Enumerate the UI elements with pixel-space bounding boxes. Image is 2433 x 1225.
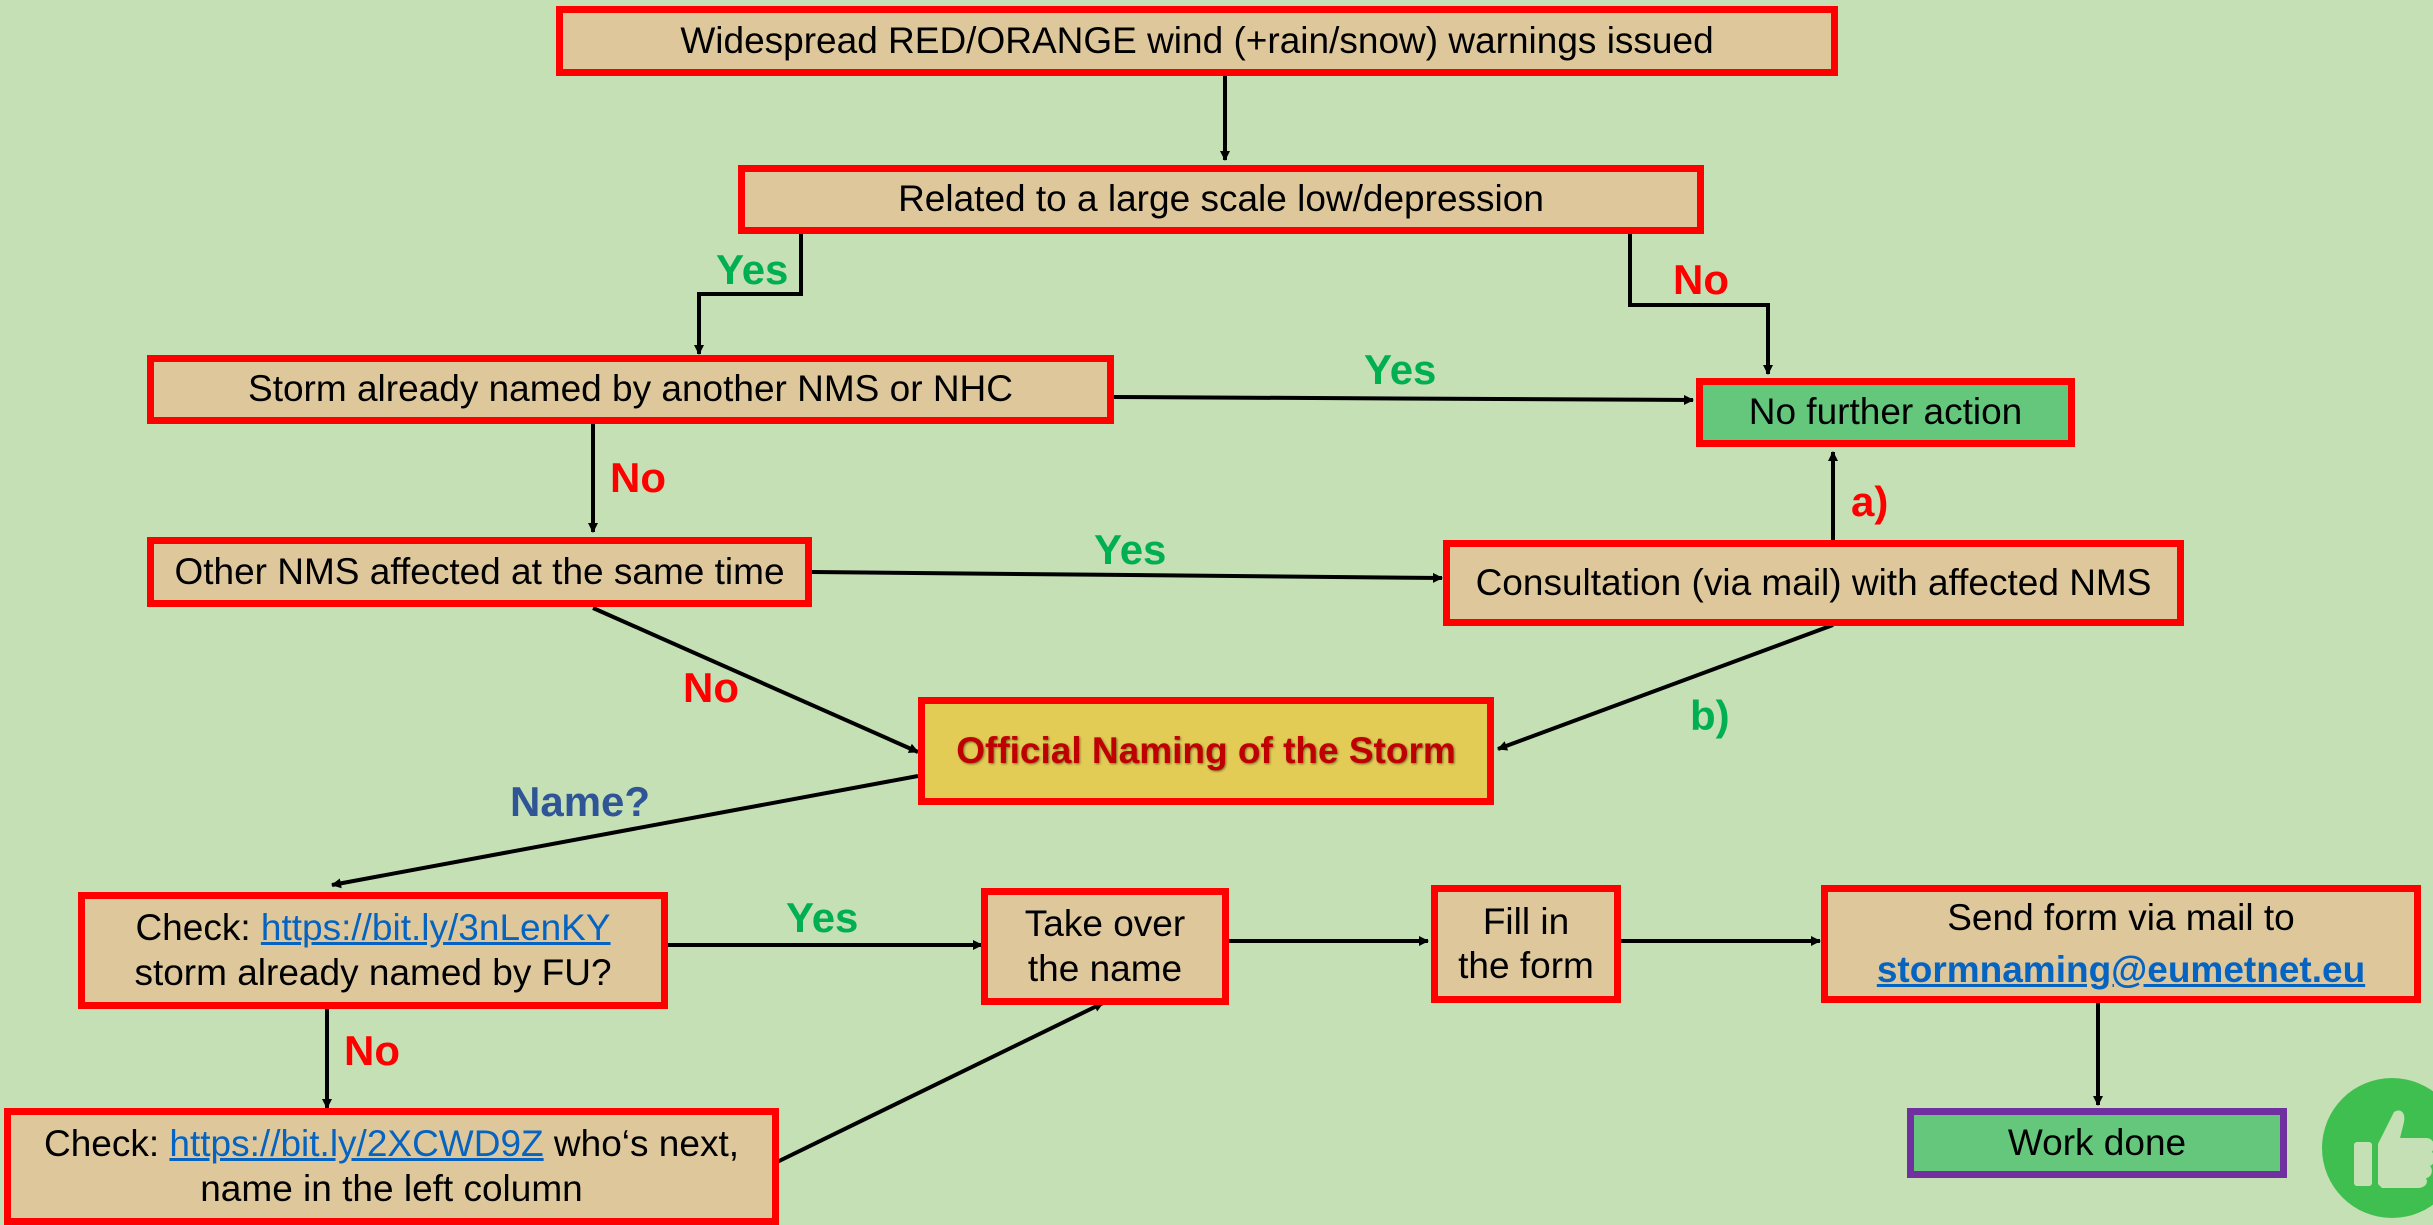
label-no-related: No	[1673, 256, 1729, 303]
arrow-named-yes	[1112, 394, 1694, 405]
arrow-consult-b	[1497, 623, 1834, 751]
label-no-named: No	[610, 454, 666, 501]
check-named-line1: Check: https://bit.ly/3nLenKY	[135, 906, 610, 950]
check-next-link[interactable]: https://bit.ly/2XCWD9Z	[169, 1123, 544, 1165]
check-next-line1: Check: https://bit.ly/2XCWD9Z who‘s next…	[44, 1122, 739, 1166]
check-named-prefix: Check:	[135, 907, 261, 949]
check-named-line2: storm already named by FU?	[134, 951, 612, 993]
arrow-related-no	[1628, 233, 1773, 375]
arrow-check2-takeover	[774, 1001, 1104, 1165]
label-b: b)	[1690, 692, 1730, 739]
arrow-other-no	[592, 606, 919, 754]
label-yes-other: Yes	[1094, 526, 1167, 573]
check-next-prefix: Check:	[43, 1123, 170, 1165]
label-yes-named: Yes	[1364, 346, 1437, 393]
label-a: a)	[1851, 478, 1889, 525]
work-done-box: Work done	[1907, 1108, 2287, 1178]
already-named-text: Storm already named by another NMS or NH…	[248, 368, 1013, 410]
other-nms-box: Other NMS affected at the same time	[147, 537, 812, 607]
label-yes-related: Yes	[716, 246, 789, 293]
arrow-other-yes	[811, 570, 1443, 583]
send-email-link[interactable]: stormnaming@eumetnet.eu	[1876, 949, 2366, 990]
label-no-check: No	[344, 1027, 400, 1074]
label-name-question: Name?	[510, 778, 651, 825]
arrow-official-name	[331, 774, 919, 889]
related-text: Related to a large scale low/depression	[898, 178, 1544, 220]
send-form-line1: Send form via mail to	[1947, 896, 2295, 938]
label-no-other: No	[683, 664, 739, 711]
check-next-box: Check: https://bit.ly/2XCWD9Z who‘s next…	[4, 1108, 779, 1225]
thumbs-up-icon	[2322, 1078, 2433, 1218]
check-named-link[interactable]: https://bit.ly/3nLenKY	[260, 907, 611, 949]
fill-form-box: Fill in the form	[1431, 885, 1621, 1003]
related-box: Related to a large scale low/depression	[738, 165, 1704, 234]
warnings-box: Widespread RED/ORANGE wind (+rain/snow) …	[556, 6, 1838, 76]
consultation-text: Consultation (via mail) with affected NM…	[1475, 561, 2152, 603]
check-next-suffix: who‘s next,	[543, 1123, 740, 1165]
arrow-related-yes	[694, 233, 803, 355]
consultation-box: Consultation (via mail) with affected NM…	[1443, 540, 2184, 626]
no-further-action-box: No further action	[1696, 378, 2075, 447]
send-form-line2: stormnaming@eumetnet.eu	[1877, 948, 2365, 992]
official-naming-box: Official Naming of the Storm	[918, 697, 1494, 805]
fill-form-line2: the form	[1458, 945, 1594, 986]
work-done-text: Work done	[2007, 1121, 2187, 1163]
other-nms-text: Other NMS affected at the same time	[174, 550, 785, 592]
check-next-line2: name in the left column	[200, 1167, 583, 1209]
send-form-box: Send form via mail to stormnaming@eumetn…	[1821, 885, 2421, 1003]
no-further-action-text: No further action	[1748, 391, 2023, 433]
check-named-box: Check: https://bit.ly/3nLenKY storm alre…	[78, 892, 668, 1009]
fill-form-line1: Fill in	[1482, 900, 1570, 942]
label-yes-check: Yes	[786, 894, 859, 941]
take-over-line2: the name	[1027, 947, 1183, 989]
warnings-text: Widespread RED/ORANGE wind (+rain/snow) …	[680, 19, 1714, 61]
take-over-box: Take over the name	[981, 888, 1229, 1005]
official-naming-text: Official Naming of the Storm	[956, 729, 1456, 771]
already-named-box: Storm already named by another NMS or NH…	[147, 355, 1114, 424]
take-over-line1: Take over	[1024, 903, 1186, 945]
